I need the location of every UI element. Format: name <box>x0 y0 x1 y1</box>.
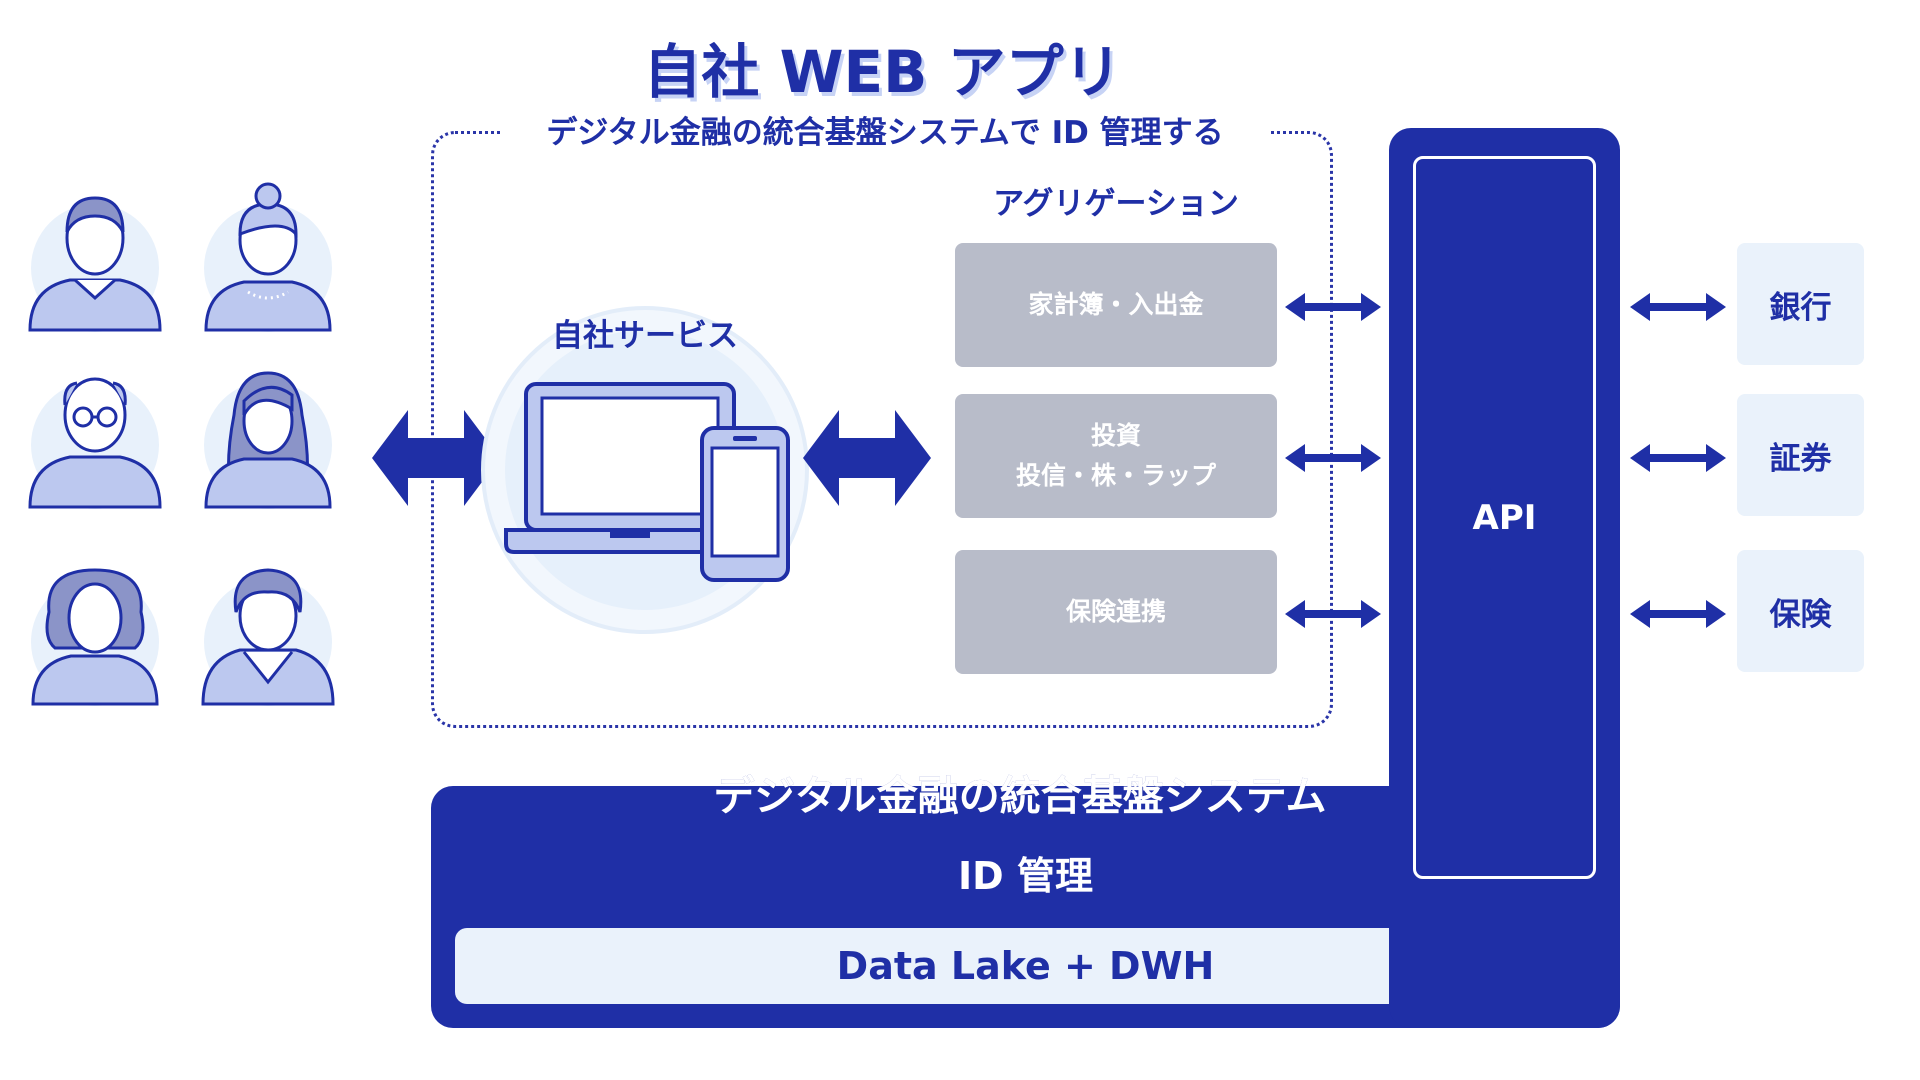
web-app-subtitle: デジタル金融の統合基盤システムで ID 管理する <box>500 110 1270 156</box>
double-arrow-icon <box>1630 293 1726 321</box>
id-management-label: ID 管理 <box>958 854 1093 898</box>
aggregation-item-line: 投資 <box>1090 421 1141 450</box>
users-to-app-arrow-icon <box>372 410 500 506</box>
double-arrow-icon <box>1285 444 1381 472</box>
woman-short-hair-icon <box>31 568 159 706</box>
double-arrow-icon <box>1285 600 1381 628</box>
man-curly-hair-hoodie-icon <box>201 568 335 706</box>
api-label: API <box>1472 497 1537 538</box>
aggregation-item-insurance: 保険連携 <box>955 550 1277 674</box>
aggregation-item-line: 投信・株・ラップ <box>1015 461 1216 490</box>
woman-long-hair-icon <box>204 371 332 509</box>
woman-with-bun-icon <box>204 182 332 332</box>
api-box: API <box>1413 156 1596 879</box>
external-insurance: 保険 <box>1737 550 1864 672</box>
app-to-aggregation-arrow-icon <box>803 410 931 506</box>
man-with-collar-icon <box>28 196 162 332</box>
external-label: 銀行 <box>1769 289 1832 326</box>
older-man-with-glasses-icon <box>28 377 162 509</box>
aggregation-item-line: 家計簿・入出金 <box>1028 290 1204 319</box>
aggregation-item-line: 保険連携 <box>1065 597 1166 626</box>
aggregation-api-arrows <box>1285 293 1381 628</box>
own-service-illustration <box>481 306 809 634</box>
own-service-label: 自社サービス <box>552 318 738 354</box>
aggregation-title: アグリゲーション <box>993 186 1239 222</box>
external-label: 保険 <box>1769 596 1832 633</box>
platform-title: デジタル金融の統合基盤システム <box>713 772 1327 820</box>
double-arrow-icon <box>1630 600 1726 628</box>
external-label: 証券 <box>1769 440 1832 477</box>
diagram-title: 自社 WEB アプリ <box>643 38 1122 106</box>
external-bank: 銀行 <box>1737 243 1864 365</box>
api-external-arrows <box>1630 293 1726 628</box>
aggregation-item-investment: 投資 投信・株・ラップ <box>955 394 1277 518</box>
double-arrow-icon <box>1630 444 1726 472</box>
data-lake-label: Data Lake + DWH <box>836 944 1215 988</box>
aggregation-item-household: 家計簿・入出金 <box>955 243 1277 367</box>
smartphone-icon <box>700 426 790 582</box>
double-arrow-icon <box>1285 293 1381 321</box>
external-securities: 証券 <box>1737 394 1864 516</box>
